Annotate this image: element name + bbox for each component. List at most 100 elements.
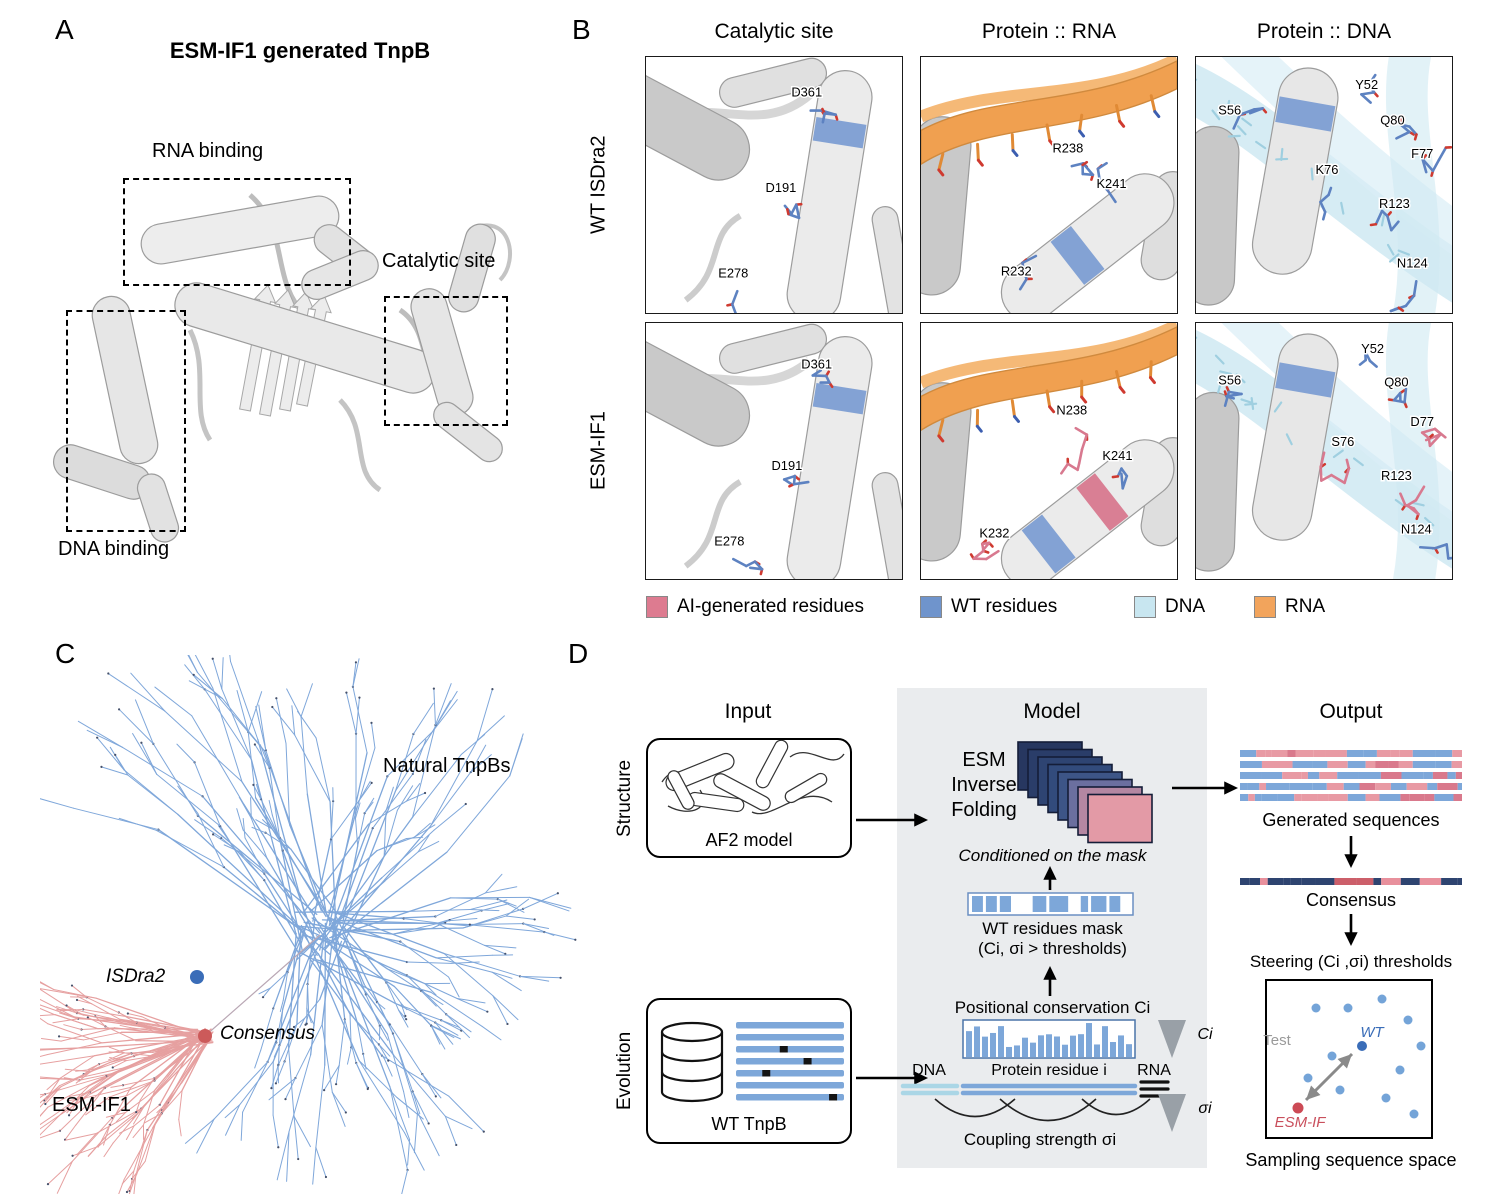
art-shape — [1018, 277, 1028, 291]
wt-point-label: WT — [1360, 1024, 1384, 1041]
rna-nucleotide — [1114, 369, 1122, 389]
tree-branch — [309, 816, 414, 959]
tree-branch — [355, 747, 376, 813]
art-shape — [1254, 794, 1262, 801]
tree-branch — [76, 1132, 97, 1156]
tree-branch — [434, 1022, 454, 1045]
rna-nucleotide-tip — [976, 158, 984, 167]
tree-branch — [105, 1108, 142, 1137]
art-shape — [1301, 772, 1308, 779]
art-shape — [1433, 543, 1448, 550]
phylogenetic-tree — [40, 655, 577, 1194]
tree-branch — [335, 953, 389, 1035]
tree-branch — [372, 773, 414, 829]
art-shape — [1259, 783, 1267, 790]
dna-base-stick — [1388, 253, 1400, 263]
tree-node — [427, 1122, 430, 1125]
tree-branch — [328, 909, 445, 955]
art-shape — [1421, 157, 1435, 173]
tree-branch — [364, 797, 375, 814]
art-shape — [1070, 162, 1085, 168]
tree-branch — [121, 1170, 135, 1185]
legend-label: DNA — [1165, 596, 1206, 617]
protein-helix — [301, 250, 379, 300]
tree-node — [344, 1111, 347, 1114]
dna-strand-label: DNA — [912, 1062, 946, 1079]
natural-tnpbs-label: Natural TnpBs — [383, 755, 511, 777]
art-shape — [1319, 193, 1330, 204]
tree-node — [107, 672, 110, 675]
tree-branch — [448, 917, 478, 922]
art-shape — [1446, 556, 1452, 560]
steering-thresholds-label: Steering (Ci ,σi) thresholds — [1249, 952, 1453, 971]
tree-branch — [225, 1104, 241, 1136]
tree-node — [358, 696, 361, 699]
tree-branch — [312, 1146, 317, 1185]
art-shape — [1427, 436, 1432, 448]
rna-nucleotide — [1149, 94, 1157, 114]
residue-sticks — [1096, 161, 1117, 204]
tree-branch — [53, 988, 97, 999]
generated-sequence-bar — [1240, 772, 1462, 779]
residue-label: F77 — [1411, 146, 1433, 161]
tree-branch — [412, 724, 436, 818]
tree-branch — [110, 1084, 124, 1088]
art-shape — [972, 549, 985, 560]
rna-nucleotide — [1045, 123, 1052, 143]
art-shape — [1232, 113, 1242, 130]
input-header: Input — [724, 700, 772, 723]
tree-node — [574, 938, 577, 941]
residue-label: D77 — [1410, 414, 1434, 429]
tree-branch — [273, 1044, 280, 1058]
tree-branch — [121, 1020, 138, 1024]
esm-if-point — [1292, 1102, 1304, 1114]
art-shape — [1389, 306, 1401, 313]
art-shape — [1240, 750, 1257, 757]
tree-branch — [528, 896, 572, 909]
tree-branch — [484, 944, 517, 949]
helix-body — [719, 323, 827, 374]
tree-branch — [75, 1009, 109, 1019]
art-shape — [1261, 761, 1285, 768]
helix-body — [1196, 391, 1240, 572]
tree-branch — [285, 742, 291, 826]
tree-branch — [194, 761, 221, 827]
tree-branch — [306, 1007, 312, 1024]
sample-point — [1381, 1093, 1391, 1103]
residue-band — [1050, 226, 1105, 285]
tree-branch — [107, 1094, 128, 1101]
tree-branch — [144, 1123, 156, 1162]
art-shape — [1403, 387, 1408, 404]
tree-branch — [241, 781, 340, 933]
tree-branch — [355, 697, 360, 735]
tree-branch — [335, 1064, 340, 1085]
dna-base-stick — [1411, 501, 1425, 507]
consensus-bar — [1240, 878, 1462, 885]
rna-nucleotide — [1078, 113, 1084, 133]
residue-label: E278 — [718, 265, 748, 280]
protein-helix — [719, 57, 827, 108]
tree-branch — [355, 1062, 369, 1090]
helix-body — [136, 473, 180, 543]
residue-sticks — [1360, 73, 1379, 104]
tree-branch — [349, 1013, 380, 1045]
art-shape — [1431, 158, 1441, 173]
tree-branch — [272, 931, 302, 1010]
art-shape — [1373, 878, 1382, 885]
tree-branch — [293, 1115, 299, 1160]
rna-nucleotide-tip — [1048, 139, 1056, 148]
art-shape — [1400, 794, 1410, 801]
tree-branch — [406, 836, 424, 840]
art-shape — [1261, 794, 1278, 801]
art-shape — [1120, 467, 1129, 478]
tree-branch — [40, 1085, 90, 1136]
dna-base-stick — [1219, 370, 1233, 376]
residue-sticks — [1060, 426, 1089, 475]
sample-point — [1403, 1015, 1413, 1025]
tree-branch — [306, 919, 316, 985]
art-shape — [748, 566, 764, 571]
tree-node — [67, 1114, 71, 1117]
tree-branch — [154, 686, 193, 717]
tree-branch — [288, 1054, 312, 1133]
